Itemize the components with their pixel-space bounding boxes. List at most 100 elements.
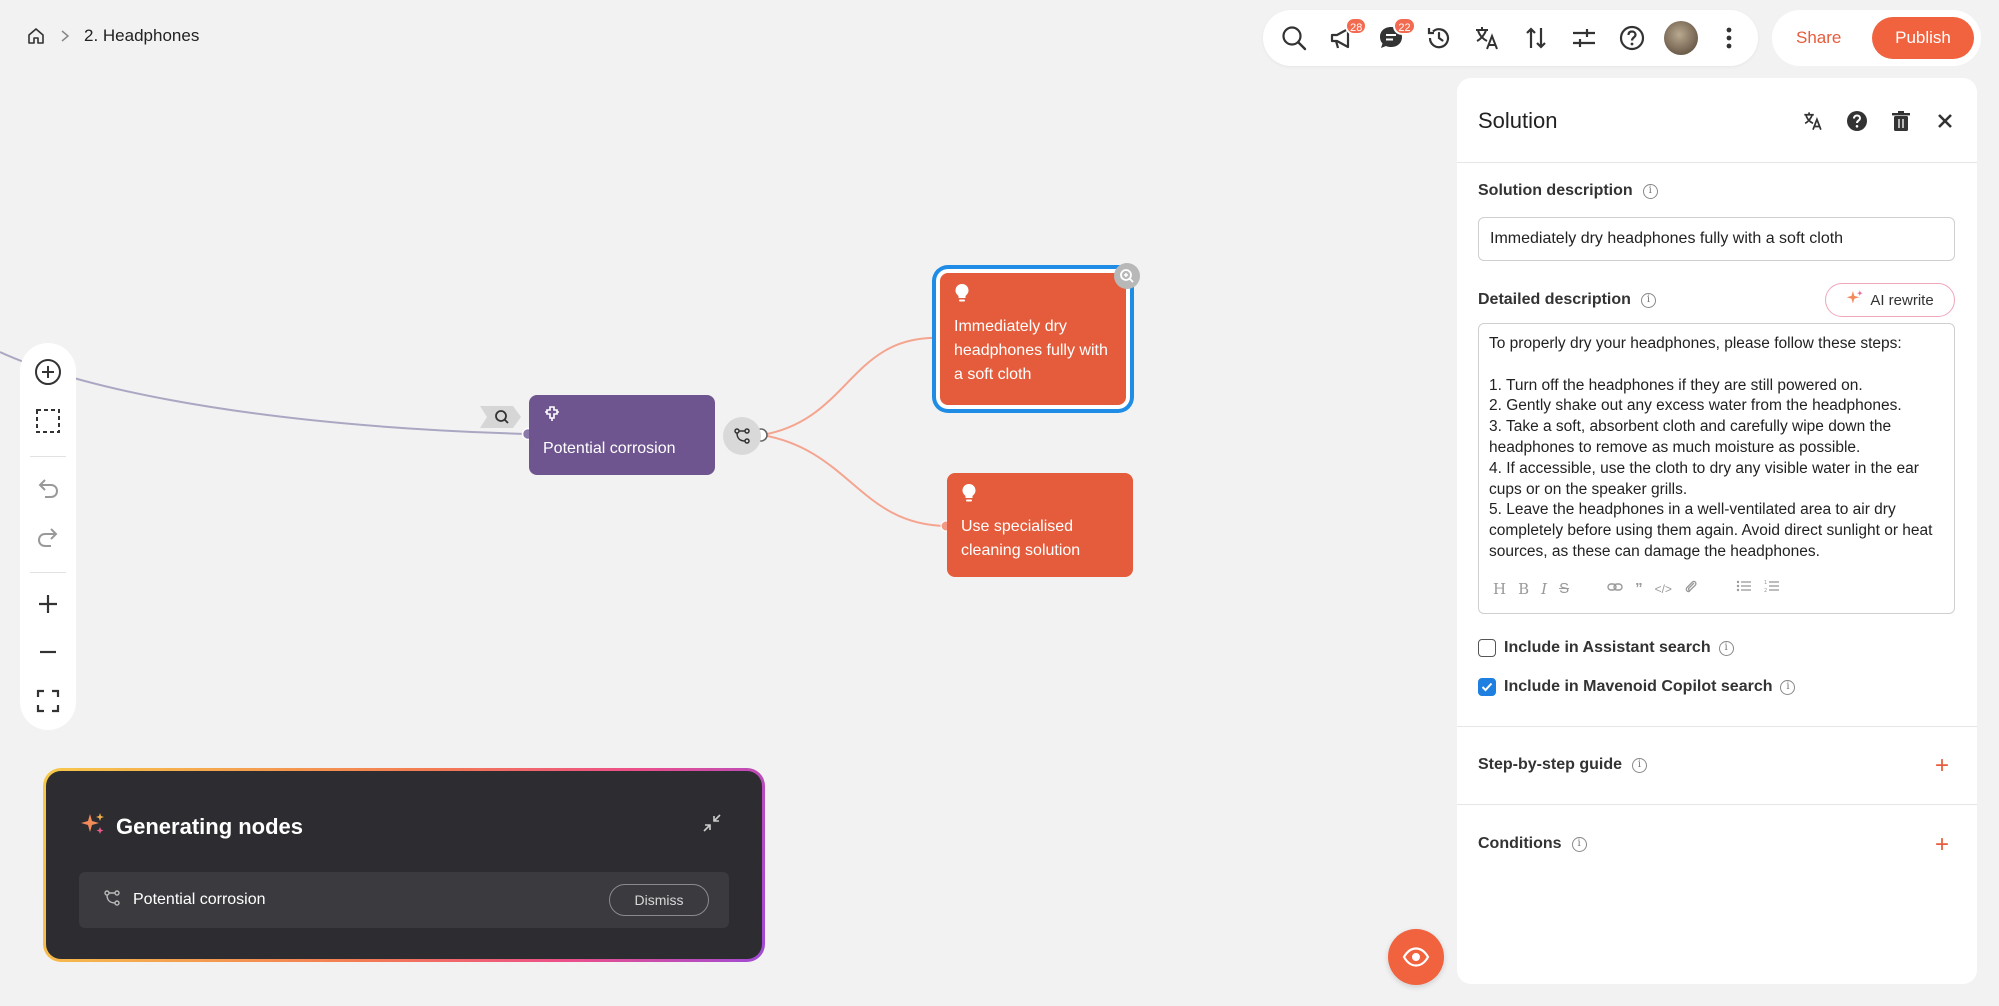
publish-button[interactable]: Publish (1872, 17, 1974, 59)
panel-header: Solution (1478, 108, 1957, 134)
undo-icon[interactable] (28, 469, 68, 507)
bullet-list-icon[interactable] (1736, 579, 1752, 600)
info-icon[interactable]: i (1642, 183, 1658, 199)
share-button[interactable]: Share (1796, 28, 1842, 47)
add-step-guide-icon[interactable]: + (1934, 752, 1949, 779)
zoom-out-icon[interactable] (28, 633, 68, 671)
attachment-icon[interactable] (1684, 578, 1698, 601)
step-guide-section[interactable]: Step-by-step guide i (1478, 756, 1648, 774)
detailed-description-label: Detailed description (1478, 291, 1631, 308)
add-circle-icon[interactable] (28, 353, 68, 391)
info-icon[interactable]: i (1571, 836, 1587, 852)
branch-icon (103, 889, 121, 912)
divider (30, 571, 66, 573)
collapse-icon[interactable] (702, 813, 722, 838)
close-icon[interactable] (1933, 109, 1957, 133)
eye-icon (1402, 947, 1430, 967)
header-actions: Share Publish (1772, 10, 1981, 66)
zoom-in-icon[interactable] (28, 585, 68, 623)
announcements-badge: 28 (1345, 17, 1368, 35)
quote-icon[interactable]: ” (1635, 580, 1643, 598)
edge-to-solution-2 (761, 434, 948, 527)
node-label: Immediately dry headphones fully with a … (954, 318, 1108, 383)
assistant-search-row[interactable]: Include in Assistant search i (1478, 639, 1734, 657)
copilot-search-checkbox[interactable] (1478, 678, 1496, 696)
info-icon[interactable]: i (1718, 640, 1734, 656)
avatar[interactable] (1663, 21, 1698, 55)
trash-icon[interactable] (1889, 109, 1913, 133)
info-icon[interactable]: i (1632, 757, 1648, 773)
branch-icon (734, 428, 750, 444)
more-vertical-icon[interactable] (1712, 21, 1746, 55)
italic-icon[interactable]: I (1541, 580, 1548, 599)
help-icon[interactable] (1615, 21, 1649, 55)
divider (30, 455, 66, 457)
assistant-search-checkbox[interactable] (1478, 639, 1496, 657)
lightbulb-icon (954, 283, 1112, 311)
info-icon[interactable]: i (1780, 679, 1796, 695)
strikethrough-icon[interactable]: S (1559, 580, 1570, 598)
translate-icon[interactable] (1470, 21, 1504, 55)
node-solution-dry-headphones[interactable]: Immediately dry headphones fully with a … (940, 273, 1126, 405)
sparkles-icon (1846, 289, 1864, 311)
sparkles-icon (80, 811, 106, 843)
copilot-search-row[interactable]: Include in Mavenoid Copilot search i (1478, 678, 1796, 696)
generating-title: Generating nodes (116, 814, 304, 839)
conditions-label: Conditions (1478, 835, 1562, 852)
select-area-icon[interactable] (28, 401, 68, 439)
node-solution-cleaning[interactable]: Use specialised cleaning solution (947, 473, 1133, 577)
fit-screen-icon[interactable] (28, 682, 68, 720)
search-icon[interactable] (1277, 21, 1311, 55)
canvas-tools (20, 343, 76, 730)
svg-text:1: 1 (1764, 580, 1767, 586)
comments-badge: 22 (1393, 17, 1416, 35)
step-guide-label: Step-by-step guide (1478, 756, 1623, 773)
home-icon[interactable] (26, 26, 46, 46)
conditions-section[interactable]: Conditions i (1478, 835, 1587, 853)
solution-panel: Solution Solution description i Detailed… (1457, 78, 1977, 984)
history-icon[interactable] (1422, 21, 1456, 55)
top-toolbar: 28 22 (1263, 10, 1758, 66)
svg-text:2: 2 (1764, 588, 1767, 593)
add-condition-icon[interactable]: + (1934, 831, 1949, 858)
node-label: Potential corrosion (543, 440, 676, 457)
detailed-description-editor[interactable]: To properly dry your headphones, please … (1478, 323, 1955, 614)
zoom-in-icon (1120, 269, 1134, 283)
link-icon[interactable] (1607, 579, 1623, 600)
tune-icon[interactable] (1567, 21, 1601, 55)
lightbulb-icon (961, 483, 1119, 511)
search-tag[interactable] (480, 404, 522, 430)
translate-icon[interactable] (1801, 109, 1825, 133)
puzzle-icon (543, 405, 701, 431)
generating-row: Potential corrosion Dismiss (79, 872, 729, 928)
incoming-edge (0, 351, 528, 435)
breadcrumb-current[interactable]: 2. Headphones (84, 26, 200, 45)
divider (1457, 162, 1977, 163)
ai-rewrite-button[interactable]: AI rewrite (1825, 283, 1955, 317)
megaphone-icon[interactable]: 28 (1325, 17, 1368, 55)
edge-to-solution-1 (761, 336, 941, 436)
add-node-button[interactable] (1114, 263, 1140, 289)
code-icon[interactable]: </> (1654, 582, 1672, 597)
help-icon[interactable] (1845, 109, 1869, 133)
info-icon[interactable]: i (1640, 292, 1656, 308)
dismiss-button[interactable]: Dismiss (609, 884, 709, 916)
generating-nodes-panel: Generating nodes Potential corrosion Dis… (43, 768, 765, 962)
ai-rewrite-label: AI rewrite (1870, 291, 1934, 309)
chevron-right-icon (60, 29, 70, 43)
detailed-description-text[interactable]: To properly dry your headphones, please … (1489, 335, 1933, 560)
heading-icon[interactable]: H (1493, 580, 1507, 599)
solution-description-label: Solution description (1478, 182, 1633, 199)
node-potential-corrosion[interactable]: Potential corrosion (529, 395, 715, 475)
copilot-search-label: Include in Mavenoid Copilot search (1504, 678, 1773, 695)
preview-button[interactable] (1388, 929, 1444, 985)
sort-icon[interactable] (1519, 21, 1553, 55)
redo-icon[interactable] (28, 517, 68, 555)
solution-description-input[interactable] (1478, 217, 1955, 261)
bold-icon[interactable]: B (1518, 580, 1530, 599)
breadcrumb: 2. Headphones (26, 26, 199, 46)
branch-button[interactable] (723, 417, 761, 455)
comments-icon[interactable]: 22 (1374, 17, 1416, 55)
